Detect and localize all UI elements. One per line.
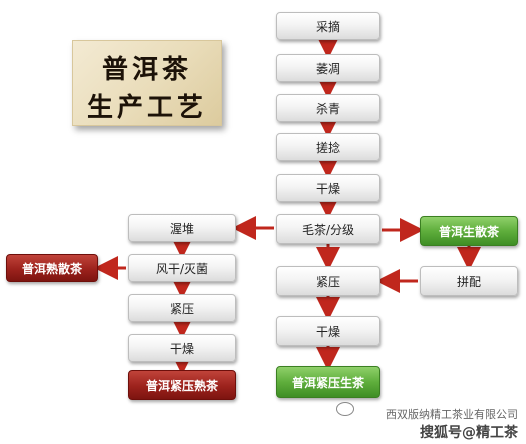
step-pressing-ripe: 紧压: [128, 294, 236, 322]
step-withering: 萎凋: [276, 54, 380, 82]
step-blending: 拼配: [420, 266, 518, 296]
watermark-footer: 西双版纳精工茶业有限公司 搜狐号@精工茶: [386, 406, 518, 442]
wechat-icon: [336, 402, 354, 416]
product-loose-ripe: 普洱熟散茶: [6, 254, 98, 282]
step-airdry-sterilize: 风干/灭菌: [128, 254, 236, 282]
title-card: 普洱茶 生产工艺: [72, 40, 222, 126]
product-pressed-raw: 普洱紧压生茶: [276, 366, 380, 398]
product-loose-raw: 普洱生散茶: [420, 216, 518, 246]
footer-handle: 搜狐号@精工茶: [420, 425, 518, 441]
step-wodui: 渥堆: [128, 214, 236, 242]
step-pressing: 紧压: [276, 266, 380, 296]
step-fixing: 杀青: [276, 94, 380, 122]
step-drying-ripe: 干燥: [128, 334, 236, 362]
title-line-2: 生产工艺: [86, 93, 207, 123]
title-line-1: 普洱茶: [101, 55, 192, 85]
product-pressed-ripe: 普洱紧压熟茶: [128, 370, 236, 400]
step-maocha-grading: 毛茶/分级: [276, 214, 380, 244]
step-picking: 采摘: [276, 12, 380, 40]
step-drying: 干燥: [276, 174, 380, 202]
step-drying-2: 干燥: [276, 316, 380, 346]
footer-company: 西双版纳精工茶业有限公司: [386, 408, 518, 421]
step-rolling: 搓捻: [276, 133, 380, 161]
